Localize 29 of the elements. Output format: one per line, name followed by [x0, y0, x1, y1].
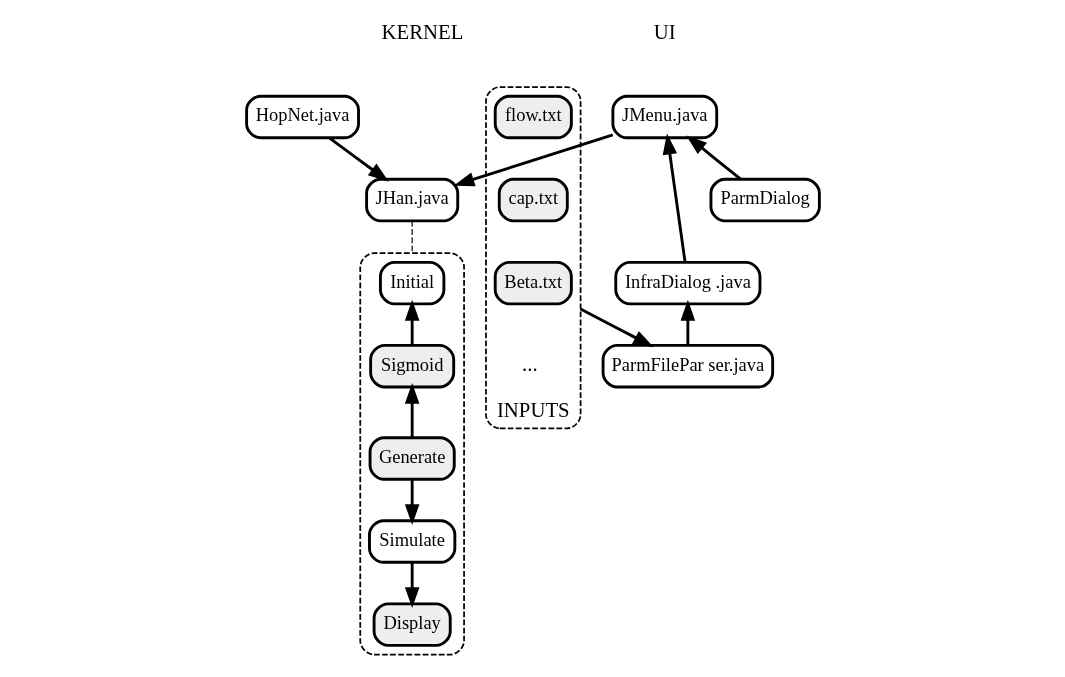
- node-box: cap.txt: [497, 177, 569, 223]
- node-box: ParmFilePar ser.java: [601, 344, 774, 389]
- arrow: [404, 479, 419, 525]
- node-box: Generate: [368, 436, 456, 481]
- node-box: Display: [372, 602, 452, 647]
- node-box: JHan.java: [364, 177, 459, 223]
- node-box: Simulate: [367, 519, 456, 564]
- arrow: [680, 299, 695, 346]
- node-box: flow.txt: [493, 94, 573, 140]
- arrow: [685, 135, 742, 181]
- node-box: Beta.txt: [493, 260, 573, 306]
- arrow: [453, 133, 613, 187]
- cluster: [358, 252, 465, 656]
- label: ...: [521, 353, 538, 376]
- label: UI: [653, 21, 676, 44]
- arrow: [404, 382, 419, 438]
- node-box: ParmDialog: [709, 177, 821, 223]
- connector: [411, 220, 413, 254]
- node-box: Sigmoid: [368, 344, 455, 389]
- arrow: [579, 307, 654, 348]
- label: KERNEL: [381, 21, 463, 44]
- node-box: JMenu.java: [610, 94, 718, 140]
- node-box: HopNet.java: [244, 94, 360, 140]
- node-box: Initial: [378, 260, 445, 306]
- node-box: InfraDialog .java: [613, 260, 761, 306]
- arrow: [404, 299, 419, 346]
- arrow: [662, 133, 686, 263]
- arrow: [404, 562, 419, 609]
- arrow: [328, 136, 389, 182]
